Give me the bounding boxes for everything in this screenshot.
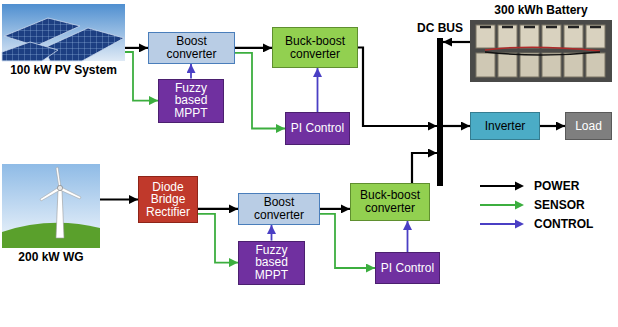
legend: POWER SENSOR CONTROL (478, 176, 593, 233)
control-arrow (317, 68, 319, 112)
box-text: Boost converter (242, 196, 316, 221)
battery-cell (564, 53, 583, 77)
power-arrow (198, 208, 238, 210)
grass-hill (2, 223, 100, 248)
power-arrow (125, 47, 148, 49)
battery-source: 300 kWh Battery (470, 20, 612, 82)
legend-arrow (478, 199, 526, 211)
solar-panel (44, 28, 124, 61)
battery-cell (520, 53, 539, 77)
sensor-arrow (320, 214, 375, 268)
cell-terminals (480, 26, 601, 29)
load-box: Load (565, 112, 612, 140)
power-arrow (540, 125, 565, 127)
node-label: 300 kWh Battery (494, 4, 587, 17)
legend-row: CONTROL (478, 214, 593, 233)
legend-text: CONTROL (534, 217, 593, 231)
legend-arrow-line (480, 203, 516, 205)
node-label: 200 kW WG (18, 251, 83, 264)
box-text: Fuzzy based MPPT (162, 82, 220, 120)
node-label: DC BUS (417, 22, 463, 35)
power-arrow (100, 198, 138, 200)
converter-box: Buck-boost converter (350, 183, 430, 221)
sensor-arrow (198, 214, 238, 263)
turbine-tower (56, 190, 64, 238)
box-text: Buck-boost converter (276, 35, 354, 60)
box-text: PI Control (379, 262, 436, 275)
turbine-hub (57, 185, 62, 190)
box-text: Diode Bridge Rectifier (142, 181, 194, 219)
box-text: Inverter (474, 120, 536, 133)
control-arrow (271, 225, 273, 241)
box-text: Buck-boost converter (354, 189, 426, 214)
power-arrow (443, 41, 470, 43)
power-arrow (412, 153, 437, 183)
solar-panel (2, 42, 58, 61)
legend-text: SENSOR (534, 198, 585, 212)
rectifier-box: Diode Bridge Rectifier (138, 176, 198, 223)
battery-cable (485, 47, 600, 51)
controller-box: PI Control (375, 252, 440, 284)
inverter-box: Inverter (470, 112, 540, 140)
battery-cell (542, 53, 561, 77)
turbine-blade (56, 167, 61, 188)
power-arrow (235, 47, 272, 49)
wind-source: 200 kW WG (2, 164, 100, 248)
box-text: Boost converter (152, 35, 231, 60)
pv-picture (2, 4, 125, 61)
converter-box: Boost converter (238, 193, 320, 225)
battery-rack (470, 20, 612, 82)
battery-cell (498, 25, 517, 48)
pv-sky (2, 4, 125, 61)
wg-sky (2, 164, 100, 248)
legend-arrow-head (515, 200, 524, 209)
legend-arrow-line (480, 184, 516, 186)
power-arrow (443, 125, 470, 127)
battery-cell (498, 53, 517, 77)
battery-cell (476, 53, 495, 77)
battery-cell (476, 25, 495, 48)
legend-arrow (478, 218, 526, 230)
power-arrow (320, 208, 350, 210)
battery-cell (520, 25, 539, 48)
control-arrow (190, 64, 192, 79)
battery-cell (542, 25, 561, 48)
battery-picture (470, 20, 612, 82)
legend-row: SENSOR (478, 195, 593, 214)
legend-arrow-line (480, 222, 516, 224)
turbine-blade (40, 187, 60, 201)
box-text: PI Control (289, 122, 346, 135)
converter-box: Buck-boost converter (272, 27, 358, 68)
legend-arrow-head (515, 219, 524, 228)
legend-text: POWER (534, 179, 579, 193)
controller-box: Fuzzy based MPPT (238, 241, 305, 285)
box-text: Fuzzy based MPPT (242, 244, 301, 282)
dc-bus: DC BUS (437, 38, 443, 186)
converter-box: Boost converter (148, 32, 235, 64)
battery-cell (564, 25, 583, 48)
wind-turbine-picture (2, 164, 100, 248)
turbine-blade (60, 187, 81, 199)
controller-box: Fuzzy based MPPT (158, 79, 224, 123)
battery-cell (586, 25, 605, 48)
legend-arrow-head (515, 181, 524, 190)
node-label: 100 kW PV System (10, 64, 117, 77)
power-arrow (358, 48, 437, 127)
box-text: Load (569, 120, 608, 133)
legend-row: POWER (478, 176, 593, 195)
legend-arrow (478, 180, 526, 192)
controller-box: PI Control (285, 112, 350, 145)
control-arrow (407, 221, 409, 252)
pv-source: 100 kW PV System (2, 4, 125, 61)
battery-cell (586, 53, 605, 77)
battery-cable (485, 52, 600, 55)
